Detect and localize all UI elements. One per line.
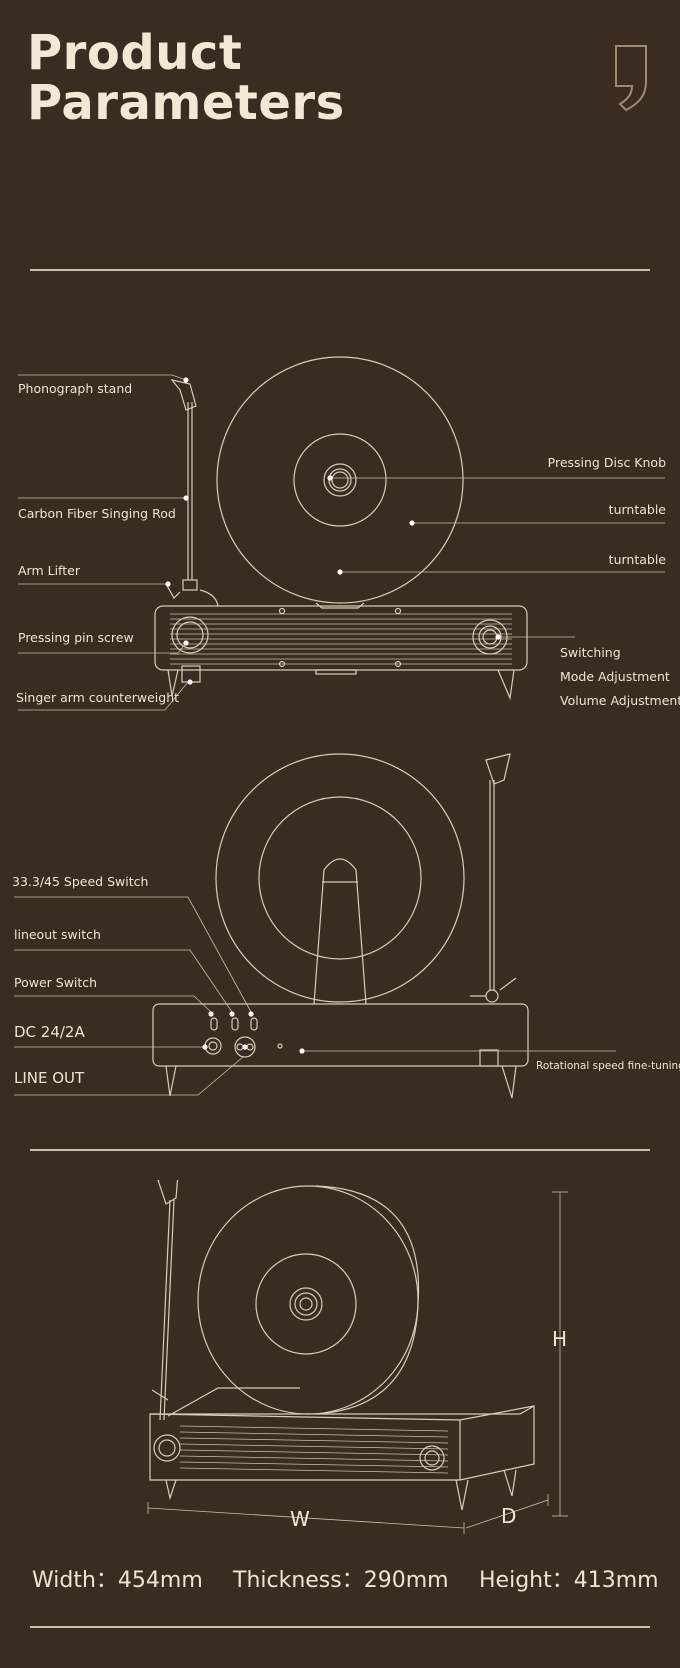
title-line-2: Parameters <box>27 75 345 131</box>
label-counterweight: Singer arm counterweight <box>16 690 180 705</box>
divider-top <box>30 269 650 271</box>
divider-middle <box>30 1149 650 1151</box>
label-mode-adjustment: Mode Adjustment <box>560 669 670 684</box>
label-fine-tuning: Rotational speed fine-tuning <box>536 1060 680 1072</box>
label-turntable-2: turntable <box>608 552 666 567</box>
front-view-drawing <box>18 356 665 711</box>
label-switching: Switching <box>560 645 621 660</box>
back-view-drawing <box>14 753 616 1099</box>
quote-mark-icon <box>615 45 647 112</box>
label-power-switch: Power Switch <box>14 975 98 990</box>
spec-height: Height：413mm <box>479 1568 659 1593</box>
label-line-out: LINE OUT <box>14 1069 85 1087</box>
spec-thickness: Thickness：290mm <box>233 1568 449 1593</box>
page-title: Product Parameters <box>27 28 345 128</box>
title-line-1: Product <box>27 25 243 81</box>
label-lineout-switch: lineout switch <box>14 927 101 942</box>
dimension-grille <box>179 1425 449 1474</box>
dimension-h-label: H <box>552 1327 568 1351</box>
label-turntable-1: turntable <box>608 502 666 517</box>
label-phonograph-stand: Phonograph stand <box>18 381 133 396</box>
divider-bottom <box>30 1626 650 1628</box>
label-arm-lifter: Arm Lifter <box>18 563 80 578</box>
label-speed-switch: 33.3/45 Speed Switch <box>12 874 149 889</box>
label-carbon-rod: Carbon Fiber Singing Rod <box>18 506 176 521</box>
dimension-w-label: W <box>290 1507 310 1531</box>
dimension-view-drawing <box>147 1180 568 1534</box>
label-pressing-pin: Pressing pin screw <box>18 630 134 645</box>
spec-width: Width：454mm <box>32 1568 203 1593</box>
label-volume-adjustment: Volume Adjustment <box>560 693 680 708</box>
label-pressing-disc-knob: Pressing Disc Knob <box>547 455 666 470</box>
dimension-d-label: D <box>501 1504 517 1528</box>
label-dc: DC 24/2A <box>14 1023 85 1041</box>
front-grille <box>170 613 512 665</box>
